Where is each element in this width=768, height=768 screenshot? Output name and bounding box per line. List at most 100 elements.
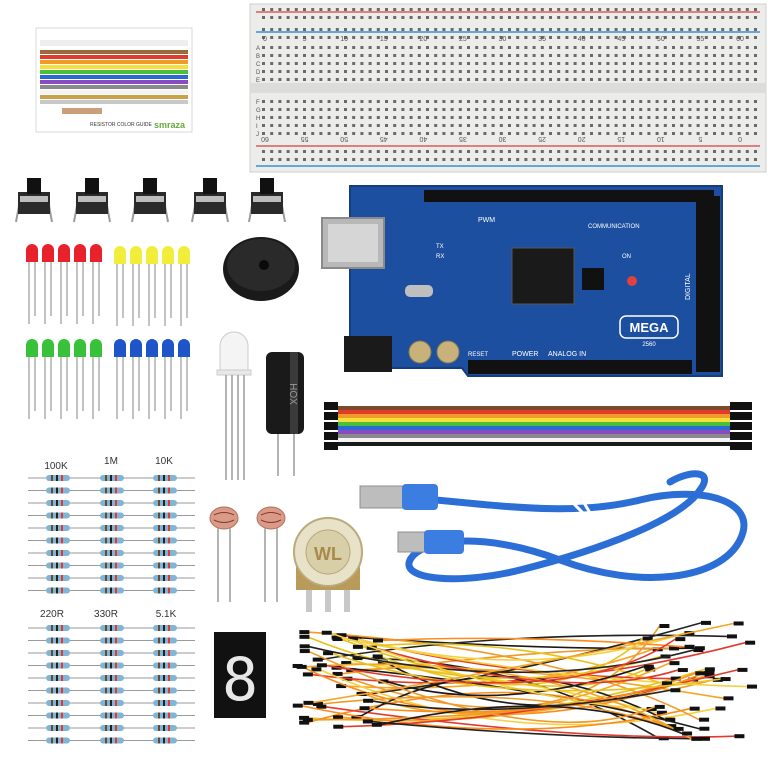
breadboard-top-number: 50 — [657, 36, 665, 43]
breadboard-hole — [327, 62, 331, 65]
jumper-pin — [734, 734, 745, 739]
resistor — [82, 737, 142, 744]
breadboard-hole — [270, 100, 274, 103]
breadboard-hole — [590, 54, 593, 57]
jumper-pin — [723, 696, 734, 701]
breadboard-hole — [655, 78, 659, 81]
breadboard-hole — [483, 132, 487, 135]
breadboard-hole — [672, 158, 675, 161]
jumper-pin — [292, 703, 303, 708]
breadboard-hole — [647, 70, 651, 73]
jumper-pin — [352, 644, 363, 649]
breadboard-bottom-number: 40 — [419, 135, 427, 142]
dupont-connector — [324, 432, 338, 440]
breadboard-hole — [417, 132, 421, 135]
breadboard-hole — [647, 158, 651, 161]
breadboard-hole — [475, 28, 479, 31]
breadboard-hole — [622, 70, 626, 73]
breadboard-hole — [688, 124, 692, 127]
breadboard-hole — [606, 78, 610, 81]
breadboard-hole — [368, 36, 372, 39]
breadboard-hole — [704, 78, 708, 81]
breadboard-hole — [655, 132, 659, 135]
breadboard-hole — [516, 124, 520, 127]
breadboard-hole — [434, 124, 438, 127]
breadboard-hole — [663, 16, 667, 19]
breadboard-hole — [524, 8, 528, 11]
breadboard-hole — [622, 62, 626, 65]
breadboard-hole — [573, 100, 577, 103]
jumper-pin — [299, 715, 310, 720]
breadboard-hole — [458, 124, 462, 127]
resistor — [135, 587, 195, 594]
breadboard-hole — [434, 116, 438, 119]
breadboard-hole — [680, 100, 684, 103]
breadboard-hole — [745, 78, 749, 81]
breadboard-hole — [483, 62, 487, 65]
breadboard-hole — [352, 78, 356, 81]
breadboard-hole — [614, 70, 618, 73]
breadboard-hole — [680, 70, 684, 73]
jumper-pin — [666, 724, 677, 729]
breadboard-hole — [754, 132, 757, 135]
breadboard-hole — [508, 8, 511, 11]
breadboard-bottom-number: 25 — [538, 135, 546, 142]
resistor — [135, 575, 195, 581]
breadboard-hole — [672, 70, 675, 73]
breadboard-hole — [508, 124, 511, 127]
breadboard-hole — [442, 132, 446, 135]
breadboard-hole — [606, 150, 610, 153]
breadboard-hole — [721, 8, 725, 11]
breadboard-hole — [458, 158, 462, 161]
breadboard-hole — [704, 158, 708, 161]
breadboard-hole — [344, 124, 347, 127]
breadboard-hole — [376, 54, 380, 57]
breadboard-hole — [696, 54, 700, 57]
breadboard-hole — [270, 158, 274, 161]
breadboard-hole — [491, 16, 495, 19]
breadboard-hole — [606, 158, 610, 161]
breadboard-hole — [442, 124, 446, 127]
breadboard-hole — [426, 46, 429, 49]
breadboard-hole — [360, 62, 364, 65]
breadboard-hole — [434, 150, 438, 153]
breadboard-hole — [303, 62, 306, 65]
breadboard-hole — [352, 100, 356, 103]
breadboard-hole — [401, 8, 405, 11]
breadboard-hole — [434, 132, 438, 135]
breadboard-hole — [516, 8, 520, 11]
push-button — [248, 178, 286, 223]
breadboard-hole — [754, 16, 757, 19]
jumper-pin — [316, 663, 327, 668]
breadboard-hole — [417, 8, 421, 11]
jumper-pin — [715, 706, 726, 711]
breadboard-hole — [737, 70, 741, 73]
dupont-connector — [730, 442, 752, 450]
breadboard-hole — [688, 100, 692, 103]
usb-b-connector — [397, 531, 427, 553]
breadboard-hole — [467, 46, 470, 49]
breadboard-hole — [344, 78, 347, 81]
breadboard-hole — [655, 158, 659, 161]
breadboard-hole — [475, 124, 479, 127]
capacitor-label: HOX — [287, 383, 298, 405]
breadboard-hole — [344, 100, 347, 103]
breadboard-hole — [270, 46, 274, 49]
arduino-mega-board: MEGA 2560 PWM COMMUNICATION POWER ANALOG… — [321, 185, 723, 377]
breadboard-hole — [442, 108, 446, 111]
breadboard-hole — [663, 62, 667, 65]
breadboard-hole — [655, 70, 659, 73]
resistor-labels: 100K 1M 10K 220R 330R 5.1K — [40, 456, 177, 620]
breadboard-hole — [631, 116, 634, 119]
breadboard-hole — [475, 62, 479, 65]
breadboard-hole — [516, 132, 520, 135]
breadboard-hole — [573, 54, 577, 57]
breadboard-hole — [680, 150, 684, 153]
breadboard-hole — [483, 158, 487, 161]
breadboard-hole — [581, 116, 585, 119]
breadboard-hole — [581, 16, 585, 19]
breadboard-hole — [598, 116, 602, 119]
potentiometer-label: WL — [314, 544, 342, 564]
breadboard-hole — [614, 150, 618, 153]
dupont-connector — [730, 432, 752, 440]
